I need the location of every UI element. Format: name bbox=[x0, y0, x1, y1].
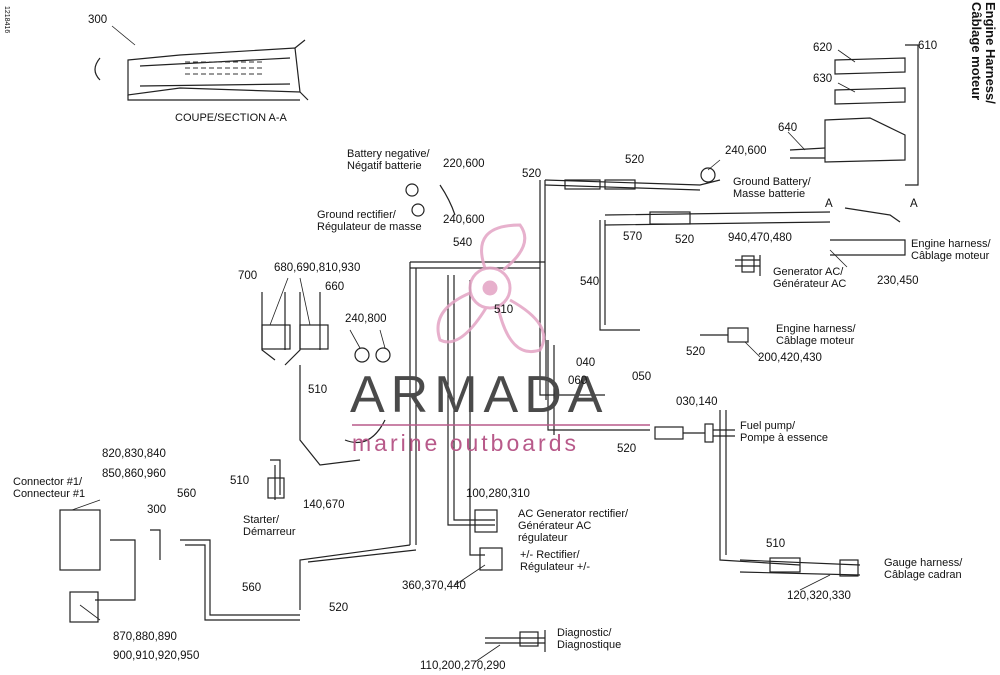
part-ref: 680,690,810,930 bbox=[274, 262, 361, 274]
part-ref: 540 bbox=[453, 237, 473, 249]
part-ref: 100,280,310 bbox=[466, 488, 530, 500]
part-ref: 510 bbox=[308, 384, 328, 396]
label-engine-harness-b: Engine harness/Câblage moteur bbox=[776, 323, 856, 347]
part-ref: 300 bbox=[88, 14, 108, 26]
part-ref: 230,450 bbox=[877, 275, 919, 287]
connector-620-630-drawing bbox=[834, 44, 919, 186]
label-connector-1: Connector #1/Connecteur #1 bbox=[13, 476, 86, 500]
part-ref: 030,140 bbox=[676, 396, 718, 408]
propeller-logo bbox=[436, 223, 546, 353]
part-ref: 570 bbox=[623, 231, 643, 243]
gauge-harness-drawing bbox=[739, 557, 861, 577]
label-diagnostic: Diagnostic/Diagnostique bbox=[557, 627, 622, 651]
fuel-pump-drawing bbox=[654, 423, 735, 443]
label-starter: Starter/Démarreur bbox=[243, 514, 296, 538]
part-ref: 520 bbox=[617, 443, 637, 455]
part-ref: 560 bbox=[242, 582, 262, 594]
section-caption: COUPE/SECTION A-A bbox=[175, 112, 287, 124]
part-ref: 520 bbox=[522, 168, 542, 180]
part-ref: 520 bbox=[686, 346, 706, 358]
watermark-brand: ARMADA bbox=[350, 366, 609, 424]
label-ground-rectifier: Ground rectifier/Régulateur de masse bbox=[317, 209, 422, 233]
part-ref: 510 bbox=[230, 475, 250, 487]
part-ref: 240,600 bbox=[443, 214, 485, 226]
part-ref: 240,600 bbox=[725, 145, 767, 157]
engine-harness-branch bbox=[599, 207, 906, 331]
part-ref: 940,470,480 bbox=[728, 232, 792, 244]
part-ref: 870,880,890 bbox=[113, 631, 177, 643]
part-ref: 820,830,840 bbox=[102, 448, 166, 460]
part-ref: 220,600 bbox=[443, 158, 485, 170]
part-ref: 540 bbox=[580, 276, 600, 288]
leader-lines bbox=[71, 25, 856, 663]
part-ref: 060 bbox=[568, 375, 588, 387]
document-id: 1218416 bbox=[3, 6, 10, 34]
connector-640-drawing bbox=[789, 117, 906, 163]
part-ref: 850,860,960 bbox=[102, 468, 166, 480]
part-ref: 660 bbox=[325, 281, 345, 293]
label-engine-harness-a: Engine harness/Câblage moteur bbox=[911, 238, 991, 262]
diagnostic-drawing bbox=[485, 630, 546, 652]
part-ref: 520 bbox=[329, 602, 349, 614]
part-ref: 110,200,270,290 bbox=[420, 660, 506, 672]
label-rectifier-regulator: +/- Rectifier/Régulateur +/- bbox=[520, 549, 591, 573]
page-title: Engine Harness/ Câblage moteur bbox=[969, 2, 998, 104]
label-ground-battery: Ground Battery/Masse batterie bbox=[733, 176, 811, 200]
part-ref: 560 bbox=[177, 488, 197, 500]
section-marker: A bbox=[910, 198, 918, 210]
part-ref: 900,910,920,950 bbox=[113, 650, 200, 662]
part-ref: 610 bbox=[918, 40, 938, 52]
section-marker: A bbox=[825, 198, 833, 210]
watermark-tagline: marine outboards bbox=[352, 430, 579, 456]
part-ref: 510 bbox=[766, 538, 786, 550]
part-ref: 300 bbox=[147, 504, 167, 516]
part-ref: 520 bbox=[675, 234, 695, 246]
part-ref: 050 bbox=[632, 371, 652, 383]
regulator-drawing bbox=[474, 509, 503, 571]
part-ref: 040 bbox=[576, 357, 596, 369]
central-harness-trunk bbox=[299, 261, 801, 610]
lower-left-harness bbox=[59, 509, 300, 623]
label-generator-ac: Generator AC/Générateur AC bbox=[773, 266, 847, 290]
part-ref: 140,670 bbox=[303, 499, 345, 511]
label-gauge-harness: Gauge harness/Câblage cadran bbox=[884, 557, 963, 581]
part-ref: 200,420,430 bbox=[758, 352, 822, 364]
part-ref: 360,370,440 bbox=[402, 580, 466, 592]
connector-section-drawing bbox=[94, 39, 309, 101]
label-battery-negative: Battery negative/Négatif batterie bbox=[347, 148, 430, 172]
part-ref: 620 bbox=[813, 42, 833, 54]
connector-pin-grid bbox=[185, 61, 262, 75]
part-ref: 630 bbox=[813, 73, 833, 85]
generator-drawing bbox=[700, 255, 761, 343]
part-ref: 520 bbox=[625, 154, 645, 166]
main-upper-harness bbox=[539, 179, 721, 340]
part-ref: 120,320,330 bbox=[787, 590, 851, 602]
left-harness bbox=[261, 292, 361, 500]
part-ref: 240,800 bbox=[345, 313, 387, 325]
part-ref: 640 bbox=[778, 122, 798, 134]
label-fuel-pump: Fuel pump/Pompe à essence bbox=[740, 420, 829, 444]
part-ref: 510 bbox=[494, 304, 514, 316]
part-ref: 700 bbox=[238, 270, 258, 282]
